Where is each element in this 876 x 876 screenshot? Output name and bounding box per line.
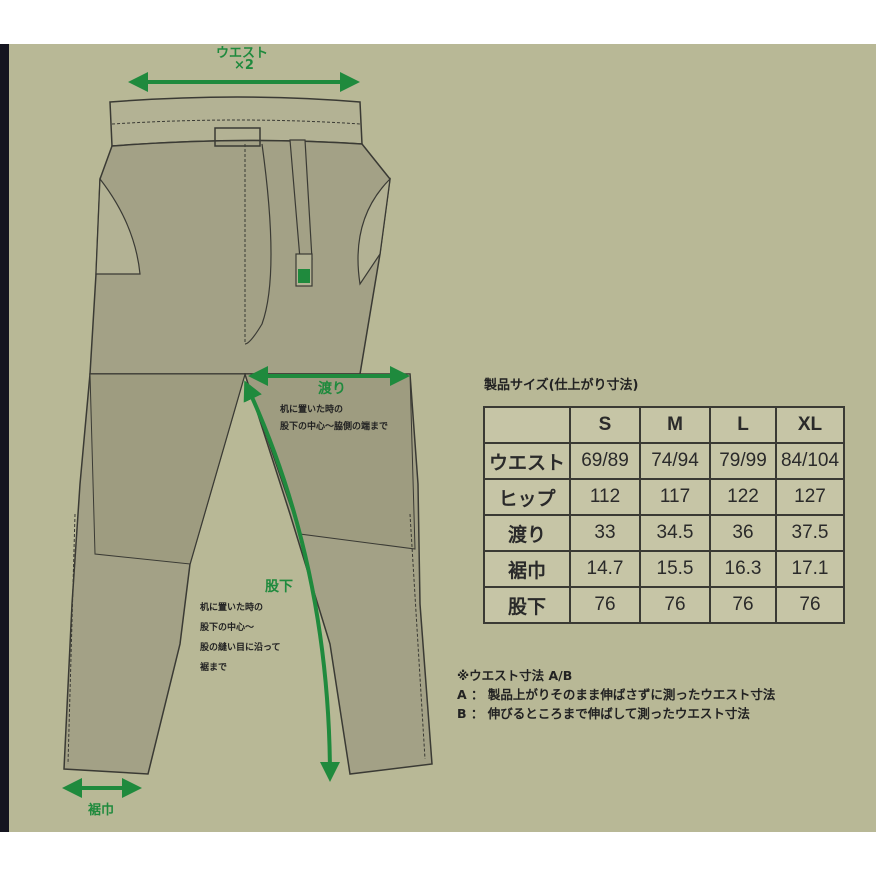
column-header-s: S [569,406,641,444]
table-cell: 34.5 [639,514,711,552]
size-table: S M L XL ウエスト 69/89 74/94 79/99 84/104 ヒ… [483,406,845,624]
matashita-note-line: 股の縫い目に沿って [200,643,281,653]
table-cell: 127 [775,478,845,516]
waist-multiplier-label: ×2 [234,58,254,73]
susohaba-label: 裾巾 [88,803,115,818]
row-label: 渡り [483,514,571,552]
footnote-b: B ： 伸びるところまで伸ばして測ったウエスト寸法 [457,706,750,721]
table-row: 渡り 33 34.5 36 37.5 [483,514,845,552]
matashita-arrow [243,380,340,782]
table-cell: 84/104 [775,442,845,480]
waist-footnote: ※ウエスト寸法 A/B A ： 製品上がりそのまま伸ばさずに測ったウエスト寸法 … [457,666,775,723]
footnote-a: A ： 製品上がりそのまま伸ばさずに測ったウエスト寸法 [457,687,776,702]
table-cell: 36 [709,514,777,552]
table-row: ウエスト 69/89 74/94 79/99 84/104 [483,442,845,480]
table-cell: 76 [639,586,711,624]
table-cell: 79/99 [709,442,777,480]
matashita-note-line: 裾まで [200,663,228,673]
watari-note: 机に置いた時の 股下の中心～脇側の端まで [280,402,388,436]
waist-label: ウエスト [216,46,269,61]
column-header-m: M [639,406,711,444]
column-header-xl: XL [775,406,845,444]
matashita-note-line: 股下の中心～ [200,623,255,633]
matashita-note-line: 机に置いた時の [200,603,264,613]
row-label: ウエスト [483,442,571,480]
watari-label: 渡り [318,381,346,397]
table-corner-cell [483,406,571,444]
table-cell: 117 [639,478,711,516]
pants-diagram [62,72,433,798]
table-row: 裾巾 14.7 15.5 16.3 17.1 [483,550,845,588]
size-table-title: 製品サイズ(仕上がり寸法) [484,378,639,393]
table-cell: 112 [569,478,641,516]
table-cell: 74/94 [639,442,711,480]
table-row: 股下 76 76 76 76 [483,586,845,624]
table-header-row: S M L XL [483,406,845,444]
table-cell: 37.5 [775,514,845,552]
table-cell: 76 [775,586,845,624]
matashita-label: 股下 [265,579,293,595]
watari-note-line: 股下の中心～脇側の端まで [280,422,389,432]
table-cell: 15.5 [639,550,711,588]
table-cell: 33 [569,514,641,552]
row-label: ヒップ [483,478,571,516]
table-cell: 16.3 [709,550,777,588]
table-cell: 69/89 [569,442,641,480]
table-cell: 17.1 [775,550,845,588]
size-chart-image: ウエスト ×2 渡り 机に置いた時の 股下の中心～脇側の端まで 股下 机に置いた… [0,44,876,832]
row-label: 股下 [483,586,571,624]
watari-note-line: 机に置いた時の [280,405,344,415]
table-cell: 76 [709,586,777,624]
table-cell: 76 [569,586,641,624]
column-header-l: L [709,406,777,444]
footnote-heading: ※ウエスト寸法 A/B [457,668,573,683]
table-row: ヒップ 112 117 122 127 [483,478,845,516]
matashita-note: 机に置いた時の 股下の中心～ 股の縫い目に沿って 裾まで [200,598,281,678]
table-cell: 122 [709,478,777,516]
row-label: 裾巾 [483,550,571,588]
table-cell: 14.7 [569,550,641,588]
left-edge-bar [0,44,9,832]
